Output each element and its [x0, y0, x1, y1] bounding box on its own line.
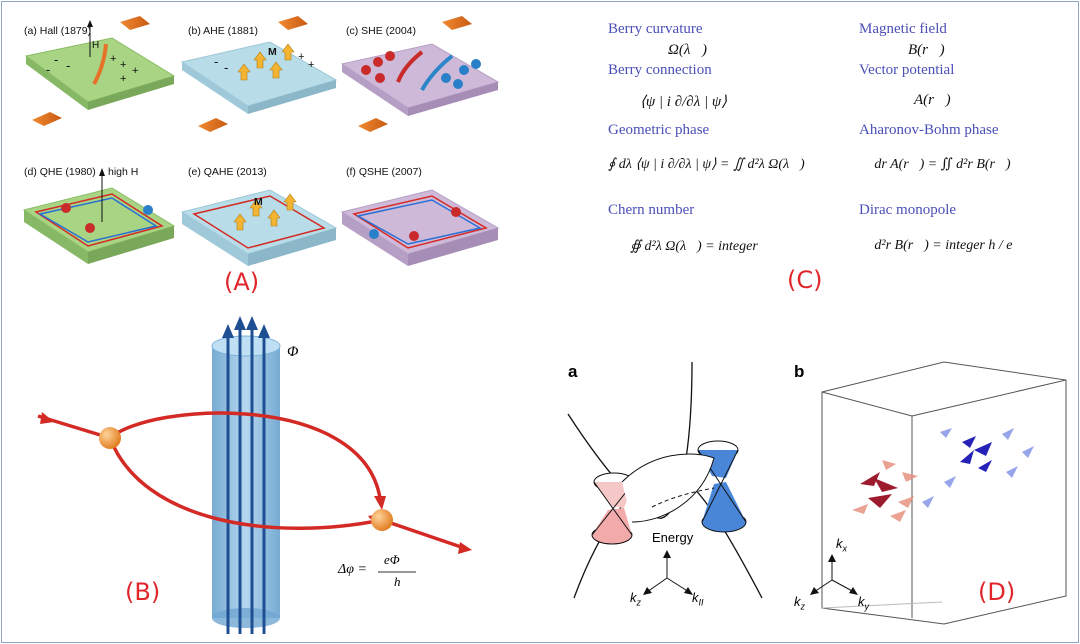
- aharonov-bohm-expr: ∮ dr A(r⃗) = ∬ d²r B(r⃗): [860, 157, 1011, 172]
- tile-qahe: [180, 189, 338, 266]
- kx-letter: k: [836, 536, 843, 551]
- tile-title-qhe: (d) QHE (1980): [24, 166, 96, 178]
- magnetic-field-title: Magnetic field: [859, 21, 947, 37]
- dirac-monopole-expr: ∯ d²r B(r⃗) = integer h / e: [860, 238, 1013, 253]
- magnetization-label: M: [268, 46, 277, 58]
- tile-she: [340, 16, 500, 132]
- magnetization-label-qahe: M: [254, 196, 263, 208]
- kz2-subscript: z: [800, 601, 806, 612]
- vector-potential-title: Vector potential: [859, 62, 955, 78]
- svg-text:+: +: [298, 51, 304, 63]
- berry-connection-title: Berry connection: [608, 62, 712, 78]
- kpar-axis-label: kII: [692, 590, 704, 608]
- kz-letter: k: [630, 590, 637, 605]
- svg-text:-: -: [66, 58, 70, 73]
- kpar-letter: k: [692, 590, 699, 605]
- dirac-monopole-title: Dirac monopole: [859, 202, 957, 218]
- magnetic-field-expr: B(r⃗): [908, 42, 945, 58]
- berry-connection-expr: ⟨ψ | i ∂/∂λ | ψ⟩: [640, 94, 727, 110]
- aharonov-bohm-title: Aharonov-Bohm phase: [859, 122, 999, 138]
- kz2-letter: k: [794, 594, 801, 609]
- ky-axis-label: ky: [858, 594, 869, 612]
- sub-label-b: b: [794, 362, 805, 381]
- chern-number-title: Chern number: [608, 202, 695, 218]
- kx-axis-label: kx: [836, 536, 847, 554]
- high-h-label: high H: [108, 166, 139, 178]
- svg-text:+: +: [110, 53, 116, 65]
- tile-title-hall: (a) Hall (1879): [24, 25, 92, 37]
- ky-subscript: y: [864, 601, 870, 612]
- tile-hall: - - - + + + +: [24, 16, 176, 126]
- panel-label-d: (D): [978, 578, 1016, 606]
- svg-text:-: -: [224, 60, 228, 75]
- kz-subscript: z: [636, 597, 642, 608]
- flux-symbol: Φ: [287, 344, 299, 360]
- field-h-label: H: [92, 40, 100, 51]
- svg-text:+: +: [308, 59, 314, 71]
- band-diagram: [567, 361, 763, 599]
- phase-lhs: Δφ =: [338, 562, 367, 577]
- svg-text:-: -: [46, 62, 50, 77]
- berry-curvature-expr: Ω(λ⃗): [668, 42, 708, 58]
- panel-a-graphics: - - - + + + + -: [22, 16, 500, 266]
- kz2-axis-label: kz: [794, 594, 805, 612]
- energy-label: Energy: [652, 530, 694, 545]
- panel-label-b: (B): [125, 578, 161, 606]
- vector-potential-expr: A(r⃗): [914, 92, 951, 108]
- berry-curvature-cube: [810, 361, 1067, 625]
- panel-label-a: (A): [224, 268, 260, 296]
- chern-number-expr: ∯ d²λ Ω(λ⃗) = integer: [630, 239, 758, 254]
- panel-b-graphics: [37, 316, 472, 634]
- ky-letter: k: [858, 594, 865, 609]
- sub-label-a: a: [568, 362, 578, 381]
- tile-title-qahe: (e) QAHE (2013): [188, 166, 267, 178]
- tile-qshe: [340, 189, 500, 266]
- tile-ahe: - - + +: [180, 16, 338, 132]
- tile-title-qshe: (f) QSHE (2007): [346, 166, 422, 178]
- kx-subscript: x: [842, 543, 848, 554]
- phase-denominator: h: [394, 574, 401, 589]
- svg-text:+: +: [120, 59, 126, 71]
- tile-title-she: (c) SHE (2004): [346, 25, 417, 37]
- geometric-phase-expr: ∮ dλ ⟨ψ | i ∂/∂λ | ψ⟩ = ∬ d²λ Ω(λ⃗): [608, 157, 805, 172]
- geometric-phase-title: Geometric phase: [608, 122, 710, 138]
- svg-text:+: +: [120, 73, 126, 85]
- tile-qhe: [22, 168, 176, 264]
- phase-numerator: eΦ: [384, 552, 400, 567]
- svg-text:-: -: [214, 54, 218, 69]
- tile-title-ahe: (b) AHE (1881): [188, 25, 259, 37]
- svg-text:-: -: [54, 52, 58, 67]
- panel-label-c: (C): [787, 266, 823, 294]
- berry-curvature-title: Berry curvature: [608, 21, 703, 37]
- kz-axis-label: kz: [630, 590, 641, 608]
- svg-text:+: +: [132, 65, 138, 77]
- kpar-subscript: II: [698, 597, 704, 608]
